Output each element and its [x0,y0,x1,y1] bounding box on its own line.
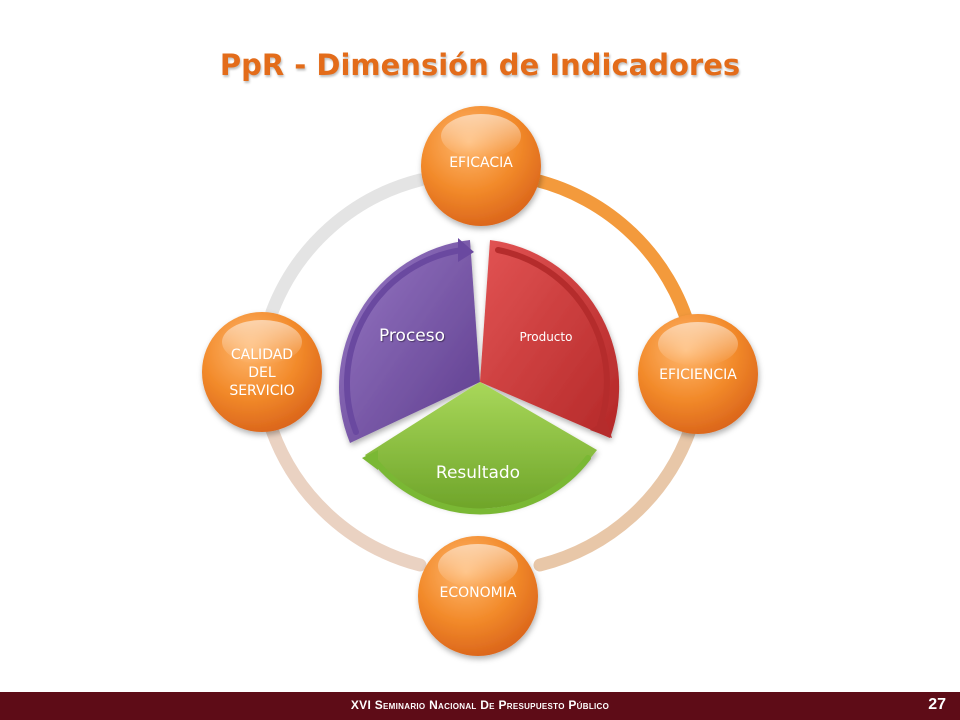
arrow-producto [495,247,610,428]
node-economia-label: ECONOMIA [440,585,517,601]
label-producto: Producto [520,330,573,344]
arrow-head-resultado [362,450,378,470]
segment-proceso [339,240,480,443]
page-number: 27 [928,696,946,713]
ring-arc-calidad-eficacia [265,173,427,319]
arrow-head-proceso [458,238,474,262]
label-resultado: Resultado [436,463,520,483]
node-calidad [202,312,322,432]
page-title: PpR - Dimensión de Indicadores [219,48,741,82]
arrow-proceso [343,247,465,435]
node-calidad-label-1: CALIDAD [231,347,293,363]
footer-bar: XVI Seminario Nacional De Presupuesto Pú… [0,692,960,720]
label-proceso: Proceso [379,326,445,346]
node-calidad-label-2: DEL [248,365,276,381]
node-eficacia [421,106,541,226]
node-eficiencia [638,314,758,434]
node-eficiencia-label: EFICIENCIA [659,367,737,383]
segment-resultado [365,382,597,509]
ring-arc-economia-calidad [265,423,427,572]
arrow-resultado [373,455,591,515]
ring-arc-eficacia-eficiencia [528,173,697,337]
footer-text: XVI Seminario Nacional De Presupuesto Pú… [350,698,610,712]
node-eficacia-label: EFICACIA [449,155,513,171]
ring-arc-eficiencia-economia [533,423,697,572]
arrow-head-producto [590,420,612,438]
indicator-cycle-diagram: Proceso Producto Resultado EFICACIA EFIC… [202,106,758,656]
segment-producto [480,240,620,438]
inner-cycle [339,240,620,509]
outer-ring [265,173,697,572]
node-calidad-label-3: SERVICIO [229,383,294,399]
inner-arrows [343,238,612,515]
node-economia [418,536,538,656]
